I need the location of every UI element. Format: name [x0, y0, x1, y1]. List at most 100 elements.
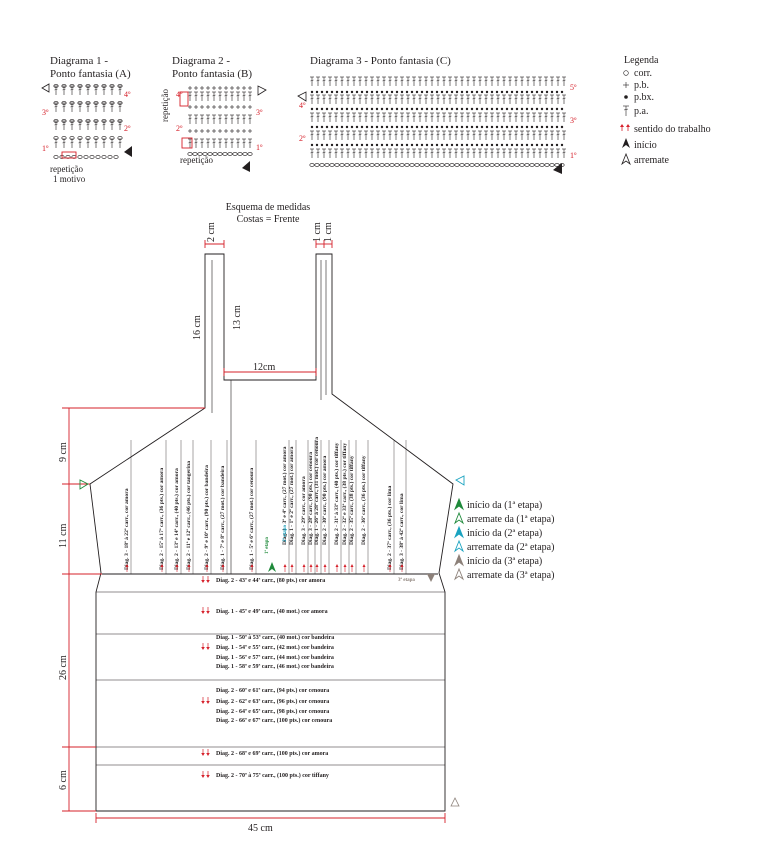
slip-stitch-icon — [345, 125, 349, 129]
double-crochet-icon — [436, 148, 440, 158]
double-crochet-icon — [448, 130, 452, 140]
chain-stitch-icon — [117, 84, 123, 88]
chain-stitch-icon — [53, 84, 59, 88]
stage-legend-label: arremate da (2ª etapa) — [467, 542, 554, 553]
double-crochet-icon — [550, 148, 554, 158]
double-crochet-icon — [406, 76, 410, 86]
slip-stitch-icon — [365, 143, 369, 147]
chain-stitch-icon — [474, 163, 480, 167]
double-crochet-icon — [310, 112, 314, 122]
double-crochet-icon — [460, 94, 464, 104]
slip-stitch-icon — [370, 125, 374, 129]
slip-stitch-icon — [460, 125, 464, 129]
diagram-3-row-label: 5º — [570, 83, 577, 92]
slip-stitch-icon — [555, 125, 559, 129]
slip-stitch-icon — [505, 107, 509, 111]
double-crochet-icon — [556, 94, 560, 104]
double-crochet-icon — [388, 112, 392, 122]
work-direction-icon — [283, 564, 287, 572]
double-crochet-icon — [520, 148, 524, 158]
double-crochet-icon — [364, 94, 368, 104]
double-crochet-icon — [322, 112, 326, 122]
slip-stitch-icon — [505, 143, 509, 147]
chain-stitch-icon — [69, 119, 75, 123]
slip-stitch-icon — [540, 107, 544, 111]
double-crochet-icon — [418, 94, 422, 104]
work-direction-icon — [302, 564, 306, 572]
slip-stitch-icon — [385, 143, 389, 147]
double-crochet-icon — [358, 130, 362, 140]
diagram-2-note: repetição — [160, 89, 170, 122]
chain-stitch-icon — [389, 163, 395, 167]
double-crochet-icon — [472, 76, 476, 86]
slip-stitch-icon — [400, 107, 404, 111]
double-crochet-icon — [340, 94, 344, 104]
double-crochet-icon — [430, 94, 434, 104]
slip-stitch-icon — [545, 107, 549, 111]
inicio-arrow-icon — [242, 161, 250, 172]
double-crochet-icon — [358, 148, 362, 158]
slip-stitch-icon — [550, 125, 554, 129]
double-crochet-icon — [230, 138, 234, 148]
double-crochet-icon — [322, 94, 326, 104]
double-crochet-icon — [478, 94, 482, 104]
double-crochet-icon — [460, 76, 464, 86]
double-crochet-icon — [454, 148, 458, 158]
double-crochet-icon — [454, 76, 458, 86]
double-crochet-icon — [556, 112, 560, 122]
chain-stitch-icon — [61, 136, 67, 140]
slip-stitch-icon — [335, 107, 339, 111]
slip-stitch-icon — [515, 107, 519, 111]
yoke-row-label: Diag. 2 - 30ª carr., (90 pts.) cor amora — [321, 456, 328, 545]
arremate-arrow-icon — [297, 91, 307, 102]
double-crochet-icon — [478, 148, 482, 158]
double-crochet-icon — [526, 76, 530, 86]
single-crochet-icon — [194, 86, 198, 90]
slip-stitch-icon — [380, 107, 384, 111]
repeat-bracket — [61, 151, 77, 159]
diagram-2-row-label: 1º — [256, 143, 263, 152]
double-crochet-icon — [376, 112, 380, 122]
work-direction-icon — [160, 564, 164, 572]
slip-stitch-icon — [520, 125, 524, 129]
double-crochet-icon — [236, 114, 240, 124]
chain-stitch-icon — [77, 136, 83, 140]
chain-stitch-icon — [499, 163, 505, 167]
slip-stitch-icon — [495, 107, 499, 111]
double-crochet-icon — [194, 114, 198, 124]
slip-stitch-icon — [320, 90, 324, 94]
slip-stitch-icon — [535, 125, 539, 129]
slip-stitch-icon — [430, 90, 434, 94]
chain-stitch-icon — [554, 163, 560, 167]
diagram-1-row-label: 2º — [124, 124, 131, 133]
dim-strap-left-width: 2 cm — [206, 222, 217, 242]
slip-stitch-icon — [345, 107, 349, 111]
slip-stitch-icon — [460, 90, 464, 94]
double-crochet-icon — [364, 148, 368, 158]
double-crochet-icon — [328, 76, 332, 86]
slip-stitch-icon — [420, 143, 424, 147]
chain-stitch-icon — [519, 163, 525, 167]
double-crochet-icon — [508, 148, 512, 158]
chain-stitch-icon — [107, 155, 113, 159]
body-row-label: Diag. 2 - 70ª à 75ª carr., (100 pts.) co… — [216, 772, 329, 779]
double-crochet-icon — [532, 130, 536, 140]
slip-stitch-icon — [460, 143, 464, 147]
chain-stitch-icon — [53, 136, 59, 140]
slip-stitch-icon — [375, 90, 379, 94]
diagram-3-row-label: 4º — [299, 101, 306, 110]
slip-stitch-icon — [410, 143, 414, 147]
chain-stitch-icon — [227, 152, 233, 156]
double-crochet-icon — [526, 148, 530, 158]
double-crochet-icon — [352, 130, 356, 140]
double-crochet-icon — [406, 94, 410, 104]
slip-stitch-icon — [390, 143, 394, 147]
work-direction-icon — [187, 564, 191, 572]
work-direction-icon — [309, 564, 313, 572]
slip-stitch-icon — [485, 125, 489, 129]
slip-stitch-icon — [365, 107, 369, 111]
body-row-labels: Diag. 2 - 43ª e 44ª carr., (80 pts.) cor… — [201, 576, 334, 779]
double-crochet-icon — [418, 112, 422, 122]
chain-stitch-icon — [334, 163, 340, 167]
chain-stitch-icon — [109, 136, 115, 140]
